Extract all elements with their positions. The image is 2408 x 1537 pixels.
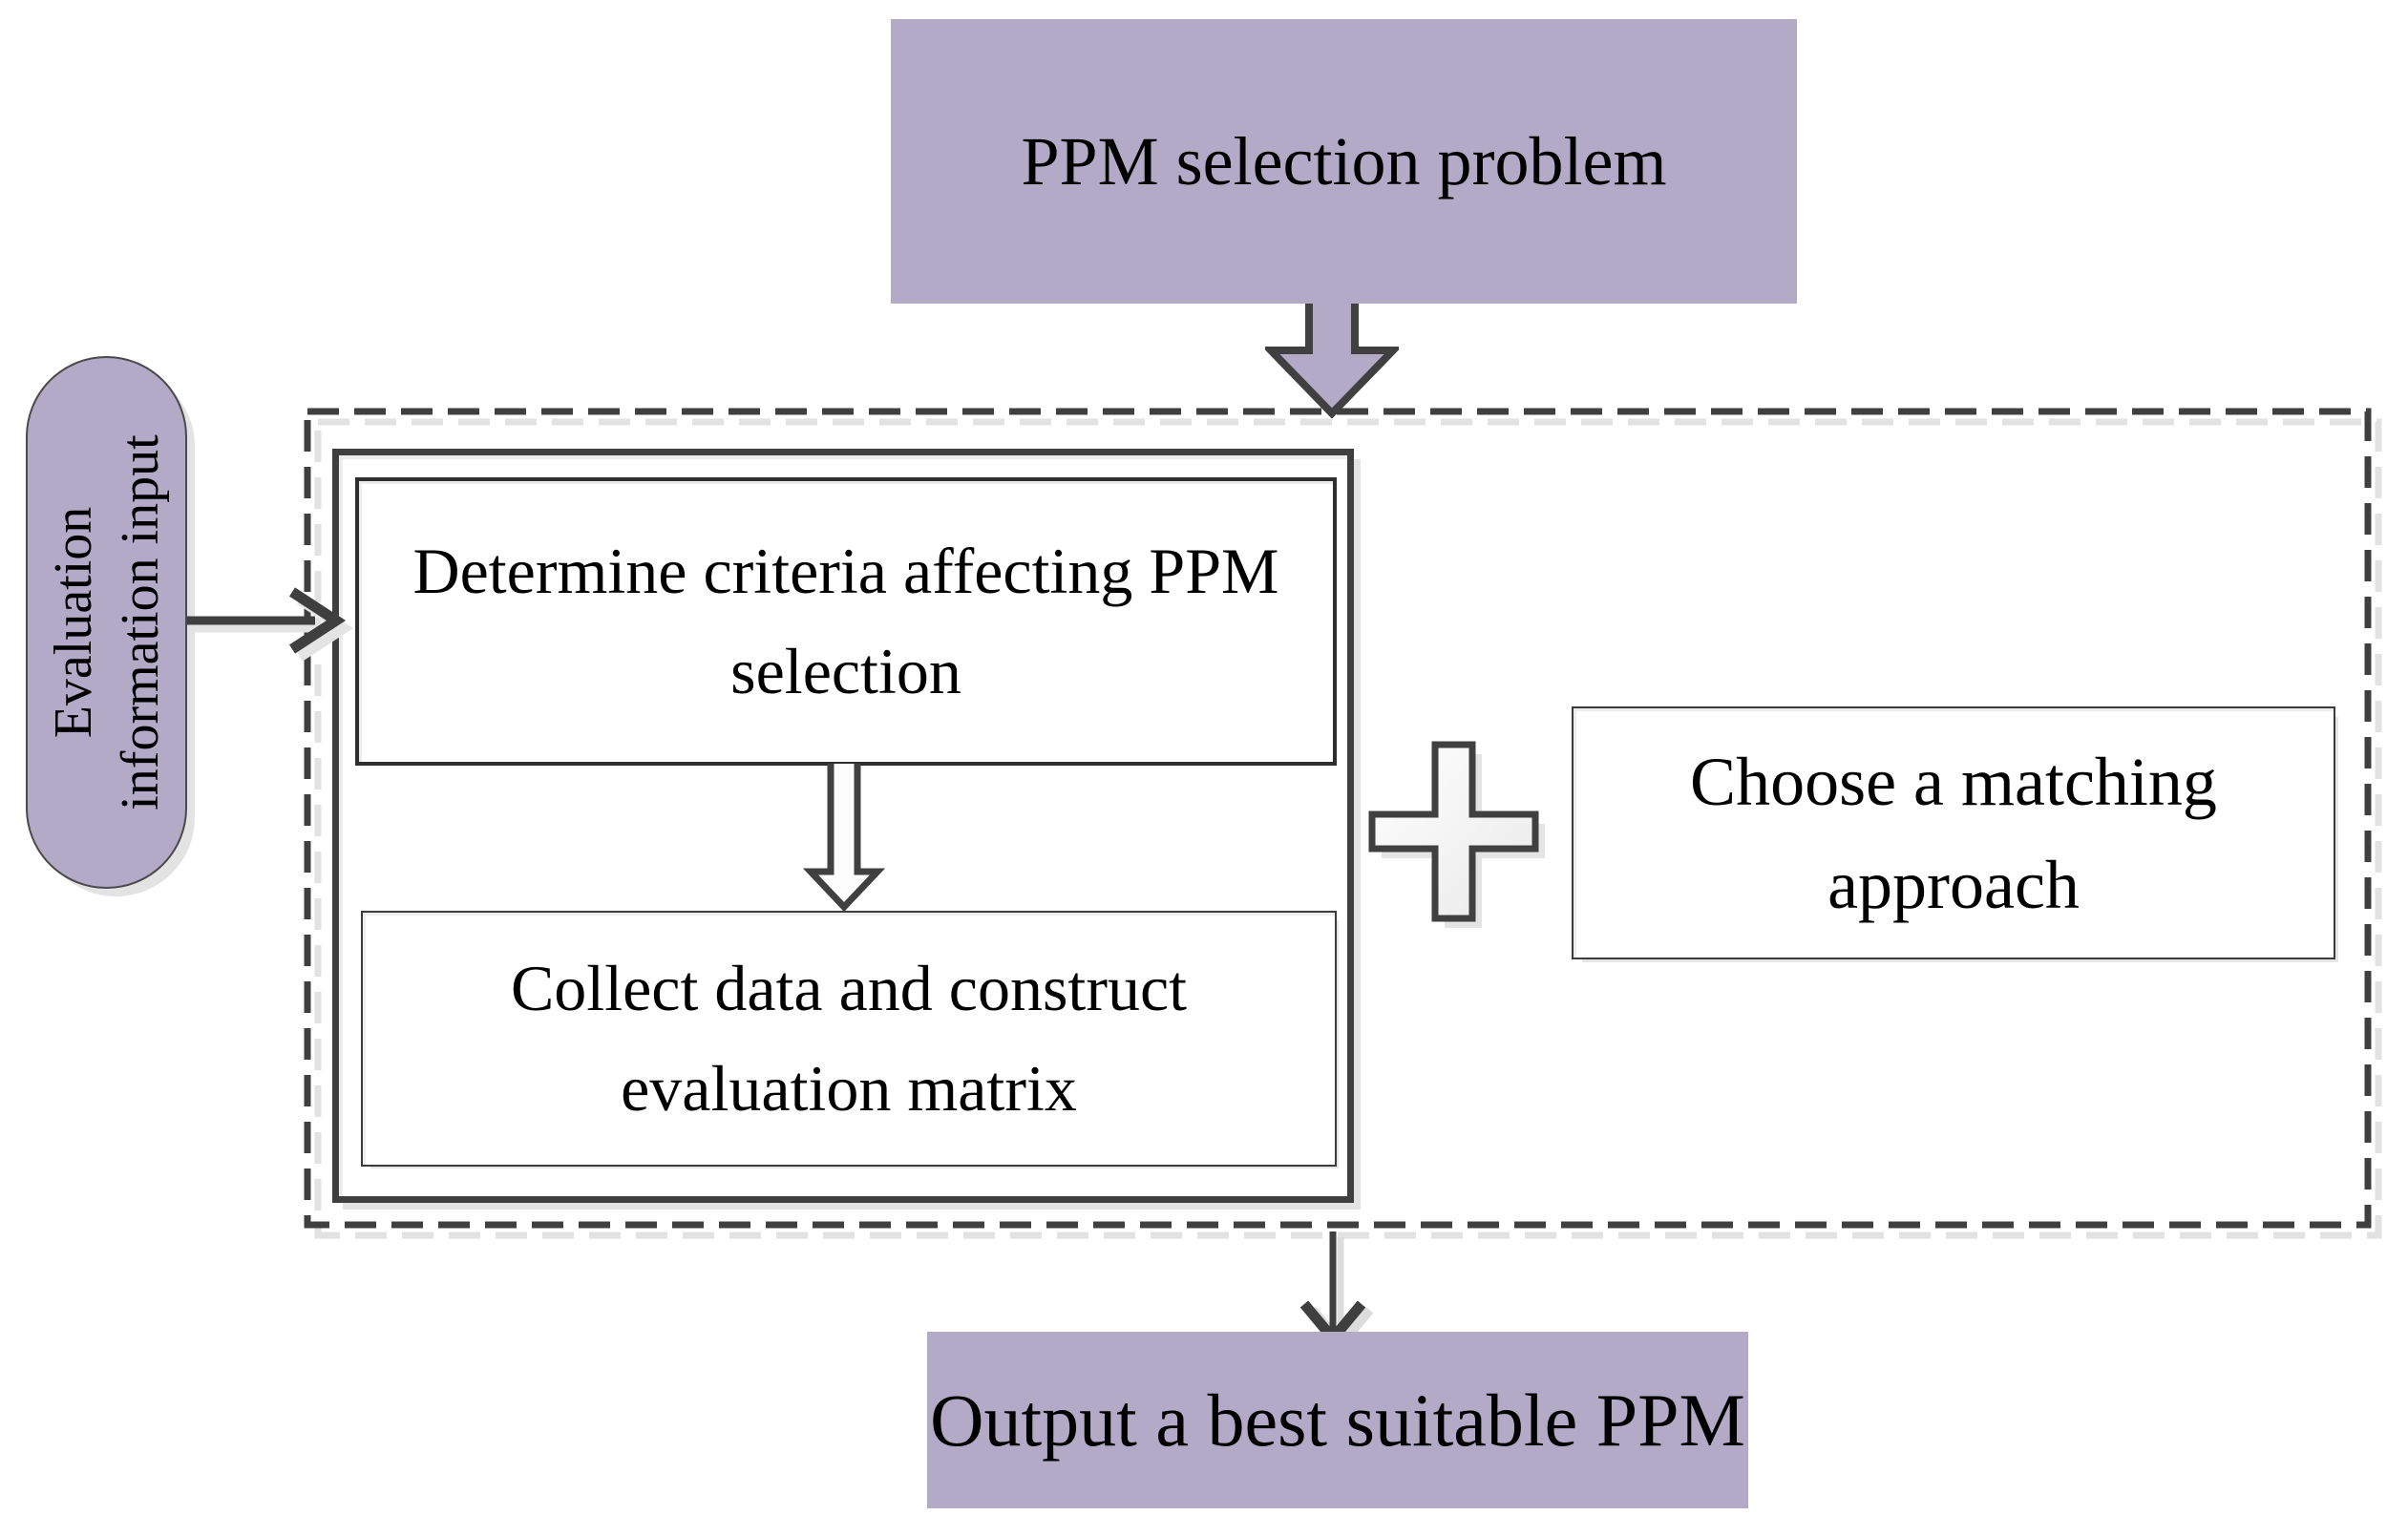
node-label-line1: Determine criteria affecting PPM [412, 534, 1279, 607]
node-label-line2: selection [730, 635, 961, 707]
node-choose-matching-approach: Choose a matching approach [1572, 706, 2335, 959]
node-output-best-ppm: Output a best suitable PPM [927, 1332, 1748, 1508]
hollow-arrow-down-icon [802, 764, 886, 913]
plus-icon [1368, 741, 1545, 928]
node-determine-criteria: Determine criteria affecting PPM selecti… [355, 477, 1337, 766]
node-label-line2: evaluation matrix [621, 1052, 1077, 1125]
node-label-line2: approach [1827, 846, 2080, 923]
node-evaluation-information-input: Evaluation information input [26, 356, 187, 889]
block-arrow-down-icon [1265, 304, 1399, 418]
node-collect-data: Collect data and construct evaluation ma… [361, 911, 1337, 1167]
node-label-line1: Choose a matching [1690, 743, 2217, 820]
node-label: Output a best suitable PPM [930, 1378, 1745, 1462]
node-label: Evaluation information input [43, 434, 170, 811]
arrow-right-icon [187, 587, 354, 662]
node-ppm-selection-problem: PPM selection problem [891, 19, 1797, 304]
node-label-line1: Collect data and construct [510, 951, 1188, 1024]
node-label: PPM selection problem [1021, 122, 1667, 200]
